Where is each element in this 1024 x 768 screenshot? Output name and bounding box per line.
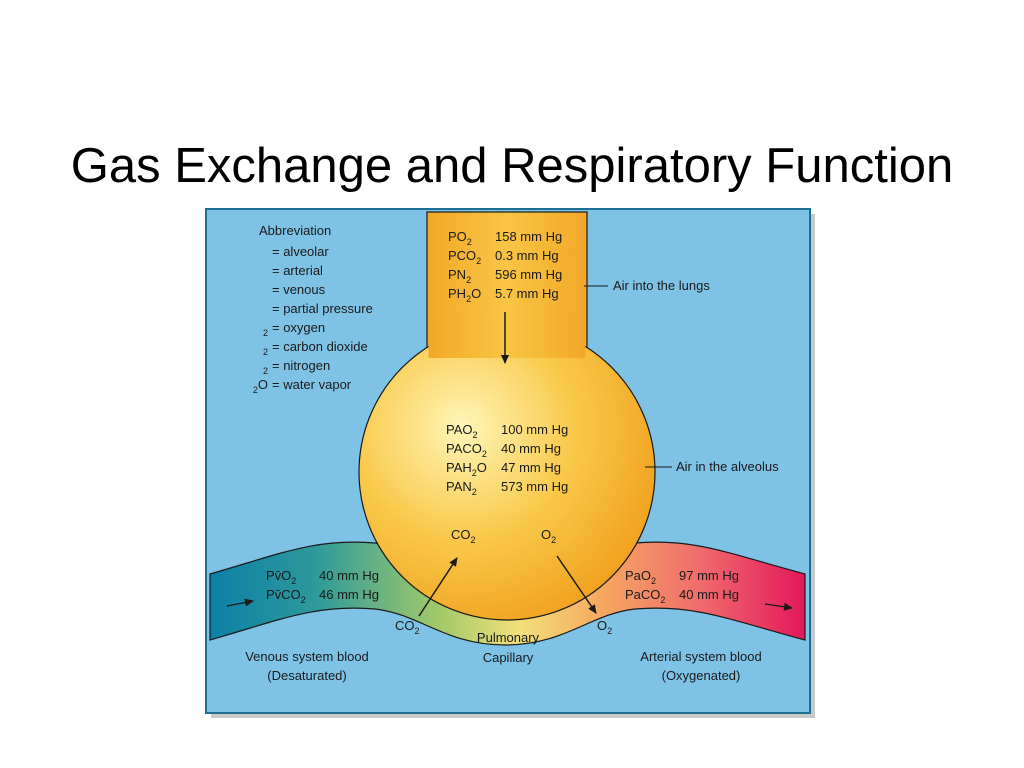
co2-capillary-label: CO2 — [395, 618, 420, 636]
alveolar-symbol: PAO2 — [446, 422, 478, 440]
o2-alveolus-label: O2 — [541, 527, 556, 545]
o2-capillary-label: O2 — [597, 618, 612, 636]
slide-title: Gas Exchange and Respiratory Function — [70, 139, 954, 193]
alveolar-symbol: PACO2 — [446, 441, 487, 459]
inspired-air-symbol: PN2 — [448, 267, 471, 285]
gas-exchange-diagram: Abbreviation = alveolar = arterial = venous… — [205, 208, 815, 718]
abbreviation-legend: Abbreviation = alveolar = arterial = venous… — [253, 223, 373, 395]
arterial-symbol: PaCO2 — [625, 587, 665, 605]
legend-meaning: = partial pressure — [272, 301, 373, 316]
arterial-symbol: PaO2 — [625, 568, 656, 586]
inspired-air-value: 0.3 mm Hg — [495, 248, 559, 263]
venous-value: 40 mm Hg — [319, 568, 379, 583]
o2-diffusion-arrow — [556, 555, 597, 614]
venous-symbol: Pv̄O2 — [266, 568, 296, 586]
alveolar-value: 100 mm Hg — [501, 422, 568, 437]
inspired-air-symbol: PH2O — [448, 286, 481, 304]
legend-meaning: = water vapor — [272, 377, 352, 392]
inspired-air-values: PO2 158 mm Hg PCO2 0.3 mm Hg PN2 596 mm Hg PH2… — [448, 229, 562, 304]
legend-meaning: = alveolar — [272, 244, 329, 259]
alveolar-values: PAO2 100 mm Hg PACO2 40 mm Hg PAH2O 47 mm Hg P… — [446, 422, 568, 497]
alveolar-value: 573 mm Hg — [501, 479, 568, 494]
legend-meaning: = arterial — [272, 263, 323, 278]
venous-value: 46 mm Hg — [319, 587, 379, 602]
arterial-value: 97 mm Hg — [679, 568, 739, 583]
legend-symbol: 2 — [263, 366, 268, 376]
venous-caption-line-1: Venous system blood — [245, 649, 369, 664]
air-in-alveolus-label: Air in the alveolus — [676, 459, 779, 474]
alveolar-value: 40 mm Hg — [501, 441, 561, 456]
legend-meaning: = venous — [272, 282, 326, 297]
capillary-label-line-1: Pulmonary — [477, 630, 540, 645]
venous-flow-arrow — [226, 598, 254, 607]
alveolar-symbol: PAN2 — [446, 479, 477, 497]
inspired-air-symbol: PCO2 — [448, 248, 481, 266]
co2-diffusion-arrow — [418, 557, 458, 617]
arterial-value: 40 mm Hg — [679, 587, 739, 602]
alveolar-value: 47 mm Hg — [501, 460, 561, 475]
legend-meaning: = oxygen — [272, 320, 325, 335]
inspired-air-value: 596 mm Hg — [495, 267, 562, 282]
arterial-values: PaO2 97 mm Hg PaCO2 40 mm Hg — [625, 568, 739, 605]
inspired-air-symbol: PO2 — [448, 229, 472, 247]
legend-meaning: = carbon dioxide — [272, 339, 368, 354]
venous-values: Pv̄O2 40 mm Hg Pv̄CO2 46 mm Hg — [266, 568, 379, 605]
venous-caption-line-2: (Desaturated) — [267, 668, 346, 683]
venous-symbol: Pv̄CO2 — [266, 587, 306, 605]
arterial-caption-line-1: Arterial system blood — [640, 649, 761, 664]
legend-symbol: 2O — [253, 377, 268, 395]
capillary-label-line-2: Capillary — [483, 650, 534, 665]
co2-alveolus-label: CO2 — [451, 527, 476, 545]
air-into-lungs-label: Air into the lungs — [613, 278, 710, 293]
inspired-air-value: 5.7 mm Hg — [495, 286, 559, 301]
legend-heading: Abbreviation — [259, 223, 331, 238]
inspired-air-value: 158 mm Hg — [495, 229, 562, 244]
legend-meaning: = nitrogen — [272, 358, 330, 373]
arterial-flow-arrow — [764, 602, 793, 611]
arterial-caption-line-2: (Oxygenated) — [662, 668, 741, 683]
legend-symbol: 2 — [263, 328, 268, 338]
alveolar-symbol: PAH2O — [446, 460, 487, 478]
legend-symbol: 2 — [263, 347, 268, 357]
